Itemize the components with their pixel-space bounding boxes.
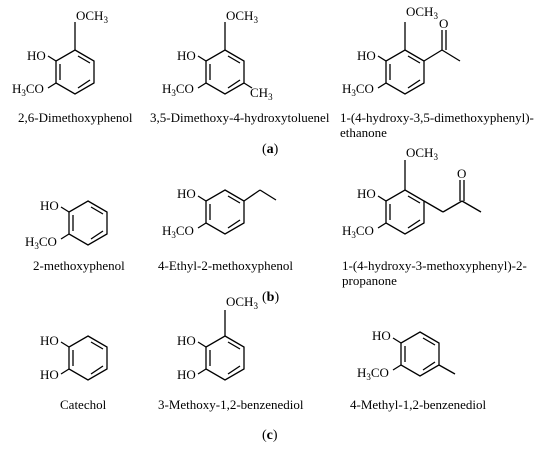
compound-name: 3,5-Dimethoxy-4-hydroxytoluenel bbox=[150, 110, 330, 125]
ring-propanone-derivative bbox=[377, 160, 482, 235]
atom-och3: OCH3 bbox=[226, 8, 258, 25]
atom-oh: HO bbox=[27, 48, 46, 63]
panel-label: (a) bbox=[262, 142, 279, 157]
ring-26-dimethoxyphenol bbox=[47, 22, 95, 95]
compound-name-line: ethanone bbox=[340, 125, 387, 140]
atom-h3co: H3CO bbox=[342, 81, 374, 98]
atom-h3co: H3CO bbox=[357, 365, 389, 382]
compound-name-line: 1-(4-hydroxy-3-methoxyphenyl)-2- bbox=[342, 258, 527, 273]
atom-h3co: H3CO bbox=[12, 81, 44, 98]
atom-h3co: H3CO bbox=[25, 234, 57, 251]
atom-o: O bbox=[439, 16, 448, 31]
compound-name: 1-(4-hydroxy-3,5-dimethoxyphenyl)- ethan… bbox=[340, 110, 534, 140]
compound-name-line: 1-(4-hydroxy-3,5-dimethoxyphenyl)- bbox=[340, 110, 534, 125]
compound-name: 4-Methyl-1,2-benzenediol bbox=[350, 397, 487, 412]
atom-h3co: H3CO bbox=[162, 81, 194, 98]
compound-name: 4-Ethyl-2-methoxyphenol bbox=[158, 258, 294, 273]
atom-oh: HO bbox=[40, 367, 59, 382]
atom-oh: HO bbox=[177, 367, 196, 382]
compound-name: Catechol bbox=[60, 397, 107, 412]
atom-oh: HO bbox=[177, 48, 196, 63]
ring-35-dimethoxy-4-hydroxytoluene bbox=[197, 22, 253, 95]
ring-catechol bbox=[60, 335, 108, 381]
atom-ch3: CH3 bbox=[250, 85, 273, 102]
atom-och3: OCH3 bbox=[406, 145, 438, 162]
atom-oh: HO bbox=[372, 328, 391, 343]
panel-label: (c) bbox=[262, 428, 278, 443]
atom-h3co: H3CO bbox=[342, 223, 374, 240]
atom-oh: HO bbox=[177, 333, 196, 348]
atom-h3co: H3CO bbox=[162, 223, 194, 240]
ring-2-methoxyphenol bbox=[60, 200, 108, 246]
panel-label: (b) bbox=[262, 290, 280, 305]
compound-name-line: propanone bbox=[342, 273, 397, 288]
ring-4-methyl-12-benzenediol bbox=[392, 331, 456, 377]
ring-3-methoxy-12-benzenediol bbox=[197, 310, 245, 381]
atom-o: O bbox=[457, 166, 466, 181]
atom-oh: HO bbox=[177, 186, 196, 201]
compound-name: 2-methoxyphenol bbox=[33, 258, 125, 273]
atom-och3: OCH3 bbox=[226, 294, 258, 311]
atom-oh: HO bbox=[40, 198, 59, 213]
atom-och3: OCH3 bbox=[406, 4, 438, 21]
compound-name: 1-(4-hydroxy-3-methoxyphenyl)-2- propano… bbox=[342, 258, 527, 288]
atom-och3: OCH3 bbox=[76, 8, 108, 25]
ring-acetosyringone bbox=[377, 22, 461, 95]
compound-name: 3-Methoxy-1,2-benzenediol bbox=[158, 397, 304, 412]
compound-name: 2,6-Dimethoxyphenol bbox=[18, 110, 133, 125]
ring-4-ethyl-2-methoxyphenol bbox=[197, 189, 277, 235]
atom-oh: HO bbox=[357, 186, 376, 201]
atom-oh: HO bbox=[40, 333, 59, 348]
atom-oh: HO bbox=[357, 48, 376, 63]
